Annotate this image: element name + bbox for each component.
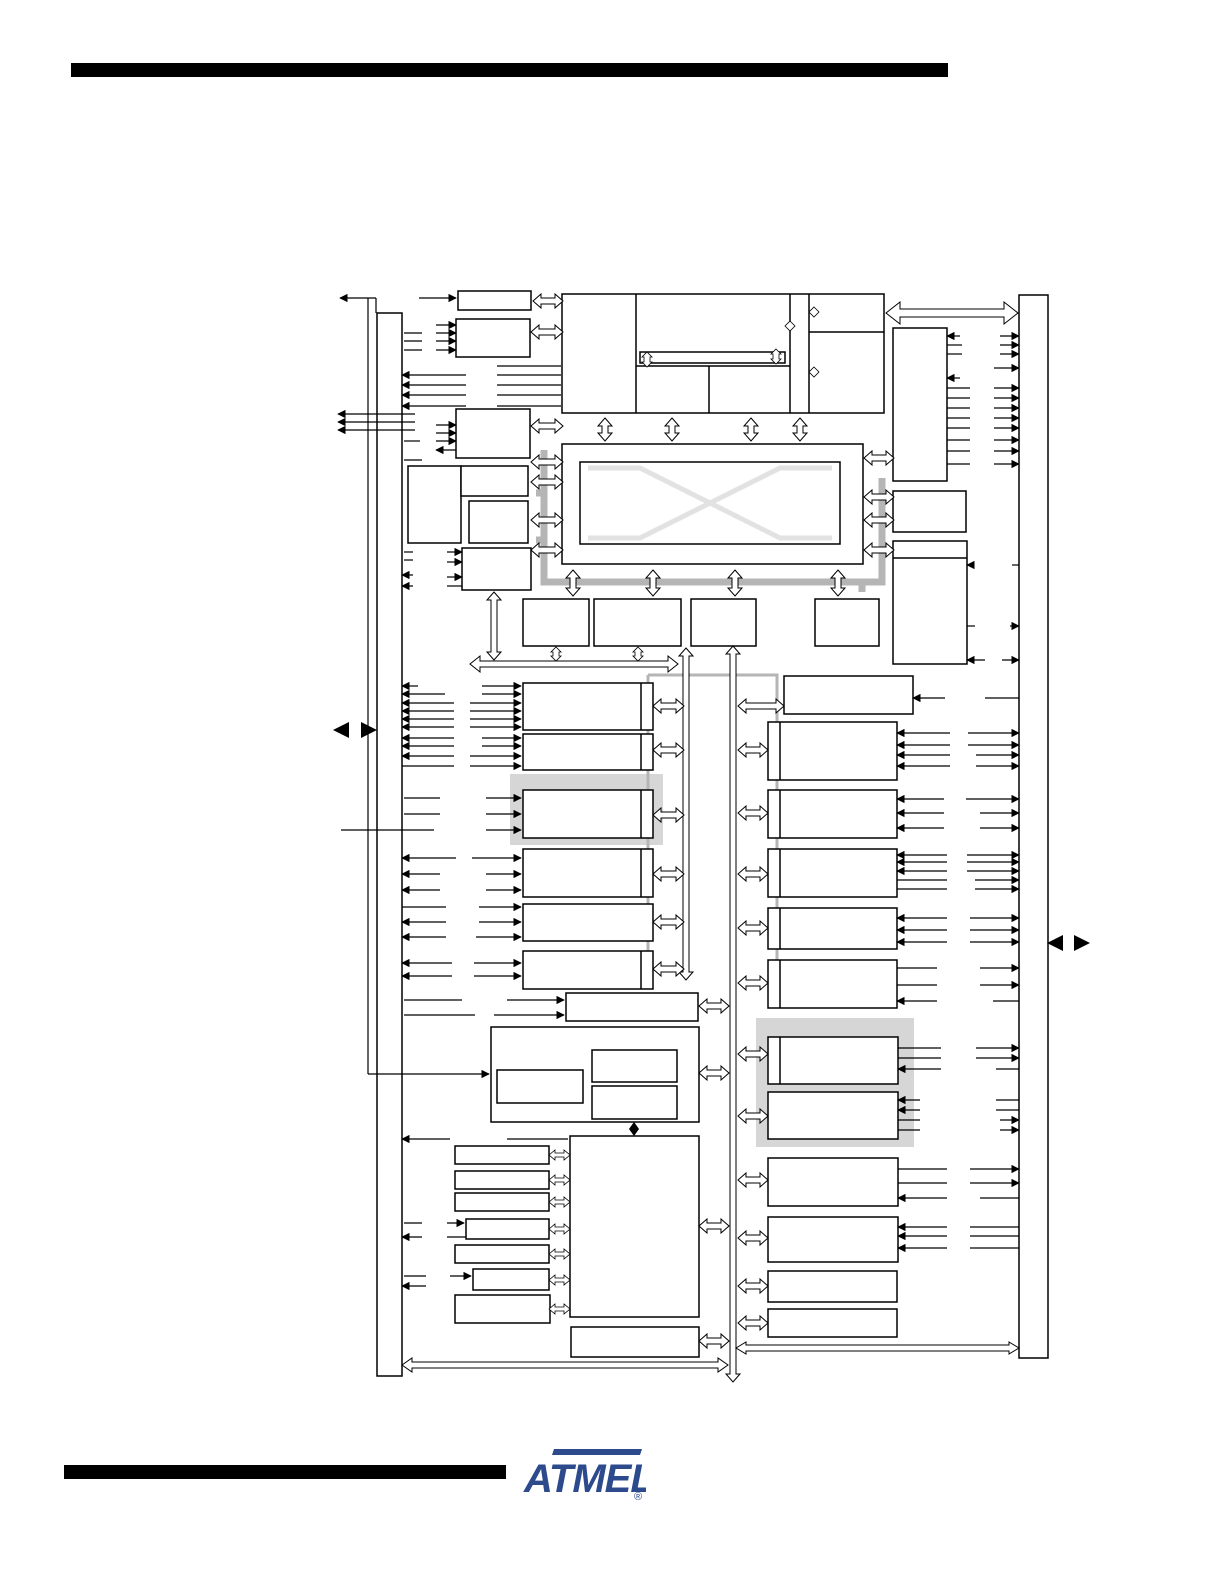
bus-matrix-block xyxy=(561,443,864,565)
atmel-logo-text: ATMEL xyxy=(523,1457,646,1501)
left-pio-arrows-icon xyxy=(333,722,377,738)
small-vertical-double-arrow-icon xyxy=(629,1122,639,1136)
horizontal-bus-arrows xyxy=(401,292,1020,1373)
right-pin-strip xyxy=(1018,294,1049,1359)
left-peripheral-blocks xyxy=(454,682,700,1358)
right-signal-lines xyxy=(896,331,1020,1253)
right-peripheral-blocks xyxy=(767,721,899,1338)
memory-controller-block xyxy=(561,293,885,414)
header-rule xyxy=(71,63,948,77)
vertical-bus-arrows xyxy=(485,417,847,1383)
left-peripheral-signal-lines xyxy=(341,298,568,1291)
left-upper-blocks xyxy=(407,290,532,591)
left-pin-strip xyxy=(376,312,403,1377)
registered-mark: ® xyxy=(634,1491,642,1502)
small-bus-arrows xyxy=(548,306,820,1315)
atmel-logo: ATMEL ® xyxy=(523,1449,646,1502)
right-pio-arrows-icon xyxy=(1047,935,1090,951)
peripheral-bridge-bus xyxy=(646,673,779,1000)
matrix-slave-blocks xyxy=(522,598,880,647)
footer-rule xyxy=(64,1465,506,1479)
right-upper-blocks xyxy=(783,327,968,715)
left-signal-lines xyxy=(337,293,561,591)
